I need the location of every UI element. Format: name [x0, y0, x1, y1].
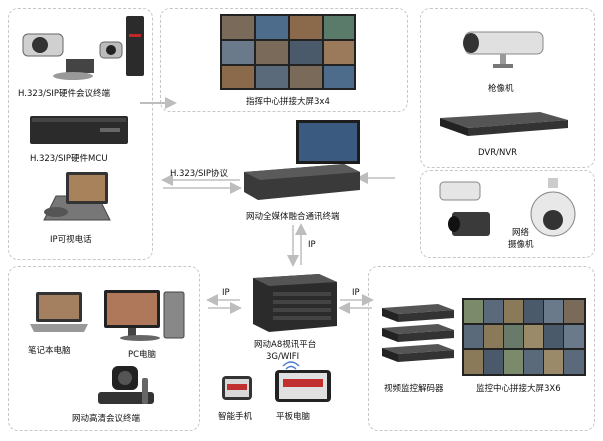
- panel-dvr: [420, 8, 595, 168]
- ip-right-label: IP: [352, 288, 360, 298]
- fusion-terminal-label: 网动全媒体融合通讯终端: [246, 212, 340, 222]
- a8-platform-label: 网动A8视讯平台: [254, 340, 317, 350]
- monitor-wall-label: 监控中心拼接大屏3X6: [476, 384, 561, 394]
- h323-terminal-label: H.323/SIP硬件会议终端: [18, 89, 111, 99]
- panel-clients: [8, 266, 200, 431]
- bullet-camera-label: 枪像机: [488, 84, 514, 94]
- tablet-label: 平板电脑: [276, 412, 311, 422]
- tablet-device: [275, 370, 335, 404]
- pc-device: [100, 288, 190, 342]
- bullet-camera-device: [455, 22, 555, 72]
- hd-terminal-label: 网动高清会议终端: [72, 414, 141, 424]
- video-decoder-label: 视频监控解码器: [384, 384, 444, 394]
- a8-platform-device: [247, 272, 339, 334]
- laptop-device: [28, 290, 90, 336]
- conference-terminal-device: [18, 14, 148, 84]
- ip-up-label: IP: [308, 240, 316, 250]
- panel-network-camera: [420, 170, 595, 258]
- smartphone-device: [222, 374, 254, 402]
- video-decoder-device: [378, 300, 458, 366]
- panel-conference-hardware: [8, 8, 153, 260]
- panel-command-wall: [160, 8, 408, 112]
- hd-terminal-device: [86, 362, 166, 410]
- network-camera-label-2: 摄像机: [508, 240, 534, 250]
- fusion-terminal-device: [244, 120, 362, 202]
- protocol-label: H.323/SIP协议: [170, 169, 229, 179]
- pc-label: PC电脑: [128, 350, 157, 360]
- network-camera-device: [430, 176, 590, 252]
- network-camera-label-1: 网络: [512, 228, 530, 238]
- ip-left-label: IP: [222, 288, 230, 298]
- command-wall-screen: [220, 14, 356, 90]
- ip-phone-label: IP可视电话: [50, 235, 92, 245]
- smartphone-label: 智能手机: [218, 412, 253, 422]
- dvr-label: DVR/NVR: [478, 148, 518, 158]
- wireless-label: 3G/WIFI: [266, 352, 300, 362]
- panel-monitor-center: [368, 266, 595, 431]
- mcu-label: H.323/SIP硬件MCU: [30, 154, 108, 164]
- dvr-device: [440, 110, 570, 138]
- ip-phone-device: [38, 170, 118, 226]
- command-wall-label: 指挥中心拼接大屏3x4: [246, 97, 330, 107]
- laptop-label: 笔记本电脑: [28, 346, 71, 356]
- monitor-wall-screen: [462, 298, 586, 376]
- mcu-device: [30, 114, 130, 146]
